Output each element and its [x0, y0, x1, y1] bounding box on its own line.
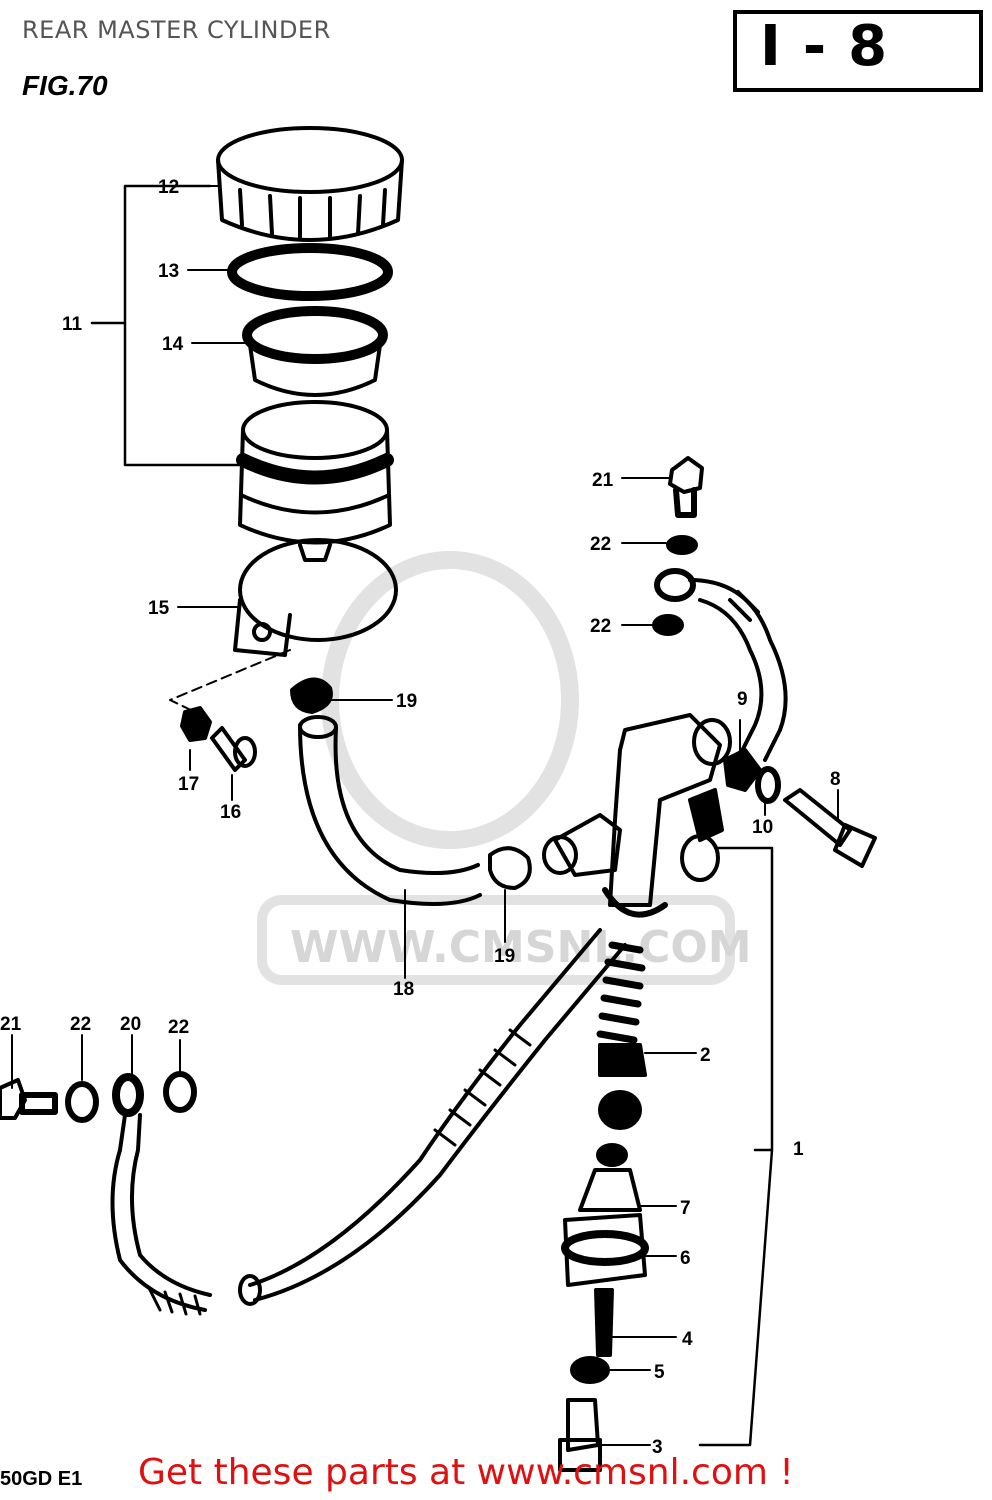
- callout-22-a: 22: [590, 534, 611, 555]
- callout-17: 17: [178, 774, 199, 795]
- callout-20: 20: [120, 1014, 141, 1035]
- callout-19-side: 19: [494, 946, 515, 967]
- hose-clip-top: [290, 677, 333, 714]
- model-code: 50GD E1: [0, 1468, 83, 1490]
- callout-21-lower: 21: [0, 1014, 22, 1035]
- return-spring: [596, 941, 646, 1044]
- callout-11: 11: [62, 314, 83, 335]
- callout-13: 13: [158, 261, 179, 282]
- callout-18: 18: [393, 979, 414, 1000]
- upper-washer-1: [666, 535, 698, 555]
- clamp-screw: [210, 726, 257, 772]
- lower-washer-2: [163, 1071, 197, 1113]
- callout-5: 5: [654, 1362, 665, 1383]
- diaphragm: [242, 306, 388, 397]
- piston: [561, 1143, 649, 1287]
- cap-gasket: [227, 243, 393, 301]
- callout-22-b: 22: [590, 616, 611, 637]
- callout-1: 1: [793, 1139, 804, 1160]
- callout-16: 16: [220, 802, 241, 823]
- lower-brake-hose: [110, 1073, 212, 1316]
- callout-8: 8: [830, 769, 841, 790]
- rod-end: [558, 1398, 602, 1472]
- upper-washer-2: [652, 614, 684, 636]
- upper-brake-hose: [654, 568, 788, 762]
- bolt-washer: [723, 748, 762, 792]
- clamp-nut: [180, 706, 212, 742]
- parts-link[interactable]: Get these parts at www.cmsnl.com !: [138, 1452, 794, 1493]
- section-box: [733, 10, 983, 92]
- section-code: I-8: [760, 14, 910, 79]
- callout-14: 14: [162, 334, 184, 355]
- figure-label: FIG.70: [22, 70, 108, 101]
- callout-12: 12: [158, 177, 179, 198]
- callout-15: 15: [148, 598, 170, 619]
- pushrod-boot: [570, 1356, 610, 1384]
- bolt-washer-2: [755, 766, 781, 804]
- leader-lines: [11, 185, 839, 1446]
- callout-6: 6: [680, 1248, 691, 1269]
- reservoir-cap: [216, 126, 404, 242]
- callouts: 1 2 3 4 5 6 7 8 9 10 11 12 13 14 15 16 1…: [0, 177, 841, 1458]
- callout-4: 4: [682, 1329, 693, 1350]
- lower-banjo-bolt: [0, 1078, 58, 1120]
- primary-cup: [598, 1043, 647, 1130]
- reservoir-hose: [298, 715, 482, 906]
- upper-banjo-bolt: [668, 456, 704, 518]
- page-title: REAR MASTER CYLINDER: [22, 16, 331, 44]
- callout-10: 10: [752, 817, 773, 838]
- callout-3: 3: [652, 1437, 663, 1458]
- callout-9: 9: [737, 689, 748, 710]
- master-cylinder-body: [542, 713, 732, 918]
- reservoir-clamp: [233, 538, 398, 657]
- bracket-1: [698, 846, 774, 1447]
- reservoir-body: [236, 400, 394, 562]
- bracket-11: [90, 184, 242, 467]
- callout-2: 2: [700, 1045, 711, 1066]
- mounting-bolt: [783, 788, 877, 868]
- watermark: WWW.CMSNL.COM: [257, 551, 752, 985]
- watermark-text: WWW.CMSNL.COM: [290, 922, 752, 973]
- hose-clip-side: [488, 846, 532, 890]
- pushrod: [594, 1288, 614, 1357]
- callout-19-top: 19: [396, 691, 417, 712]
- callout-22-d: 22: [168, 1017, 189, 1038]
- callout-7: 7: [680, 1198, 691, 1219]
- outlet-hose: [238, 928, 627, 1306]
- callout-22-c: 22: [70, 1014, 91, 1035]
- callout-21-upper: 21: [592, 470, 614, 491]
- lower-washer-1: [65, 1081, 99, 1123]
